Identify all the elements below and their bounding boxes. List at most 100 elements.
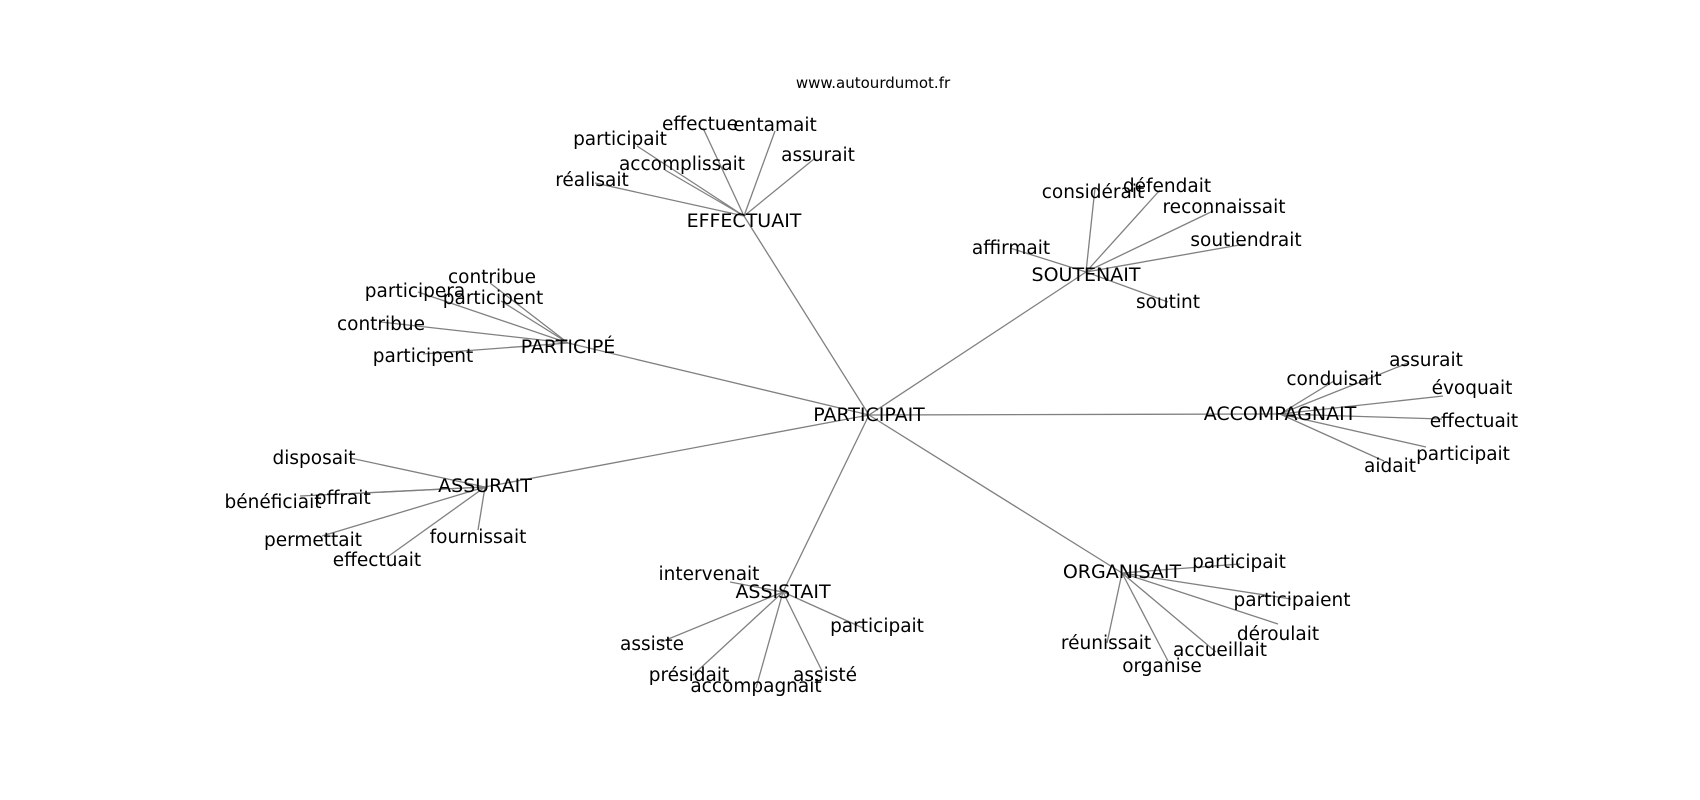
- leaf-word-label[interactable]: accueillait: [1173, 640, 1267, 661]
- edge-assurait-to-leaf: [385, 486, 486, 559]
- hub-word-label[interactable]: SOUTENAIT: [1032, 264, 1141, 286]
- leaf-word-label[interactable]: accompagnait: [690, 676, 821, 697]
- edge-participe-to-leaf: [422, 342, 569, 355]
- leaf-word-label[interactable]: participera: [365, 281, 465, 302]
- leaf-word-label[interactable]: reconnaissait: [1162, 197, 1285, 218]
- leaf-word-label[interactable]: offrait: [315, 488, 370, 509]
- leaf-word-label[interactable]: participait: [1192, 552, 1286, 573]
- hub-word-label[interactable]: ASSURAIT: [438, 475, 532, 497]
- leaf-word-label[interactable]: soutint: [1136, 292, 1200, 313]
- edge-assurait-to-leaf: [321, 486, 486, 537]
- edge-assistait-to-leaf: [755, 591, 784, 689]
- edge-accompagnait-to-leaf: [1279, 395, 1444, 415]
- leaf-word-label[interactable]: effectuait: [333, 550, 421, 571]
- edge-participe-to-leaf: [489, 282, 569, 344]
- edge-effectuait-to-leaf: [594, 182, 745, 217]
- edge-center-to-accompagnait: [868, 413, 1281, 416]
- leaf-word-label[interactable]: affirmait: [972, 238, 1050, 259]
- leaf-word-label[interactable]: aidait: [1364, 456, 1416, 477]
- leaf-word-label[interactable]: permettait: [264, 530, 362, 551]
- leaf-word-label[interactable]: entamait: [733, 115, 816, 136]
- leaf-word-label[interactable]: assiste: [620, 634, 684, 655]
- leaf-word-label[interactable]: participaient: [1234, 590, 1351, 611]
- leaf-word-label[interactable]: soutiendrait: [1190, 230, 1301, 251]
- hub-word-label[interactable]: EFFECTUAIT: [687, 210, 802, 232]
- leaf-word-label[interactable]: participait: [830, 616, 924, 637]
- edge-accompagnait-to-leaf: [1279, 413, 1385, 462]
- edge-accompagnait-to-leaf: [1279, 362, 1409, 415]
- edge-effectuait-to-leaf: [743, 158, 815, 217]
- edge-accompagnait-to-leaf: [1279, 413, 1443, 420]
- leaf-word-label[interactable]: conduisait: [1286, 369, 1381, 390]
- edge-effectuait-to-leaf: [702, 127, 745, 217]
- edge-assistait-to-leaf: [660, 591, 784, 643]
- edge-assistait-to-leaf: [692, 591, 784, 676]
- edge-center-to-assistait: [782, 414, 870, 593]
- edge-accompagnait-to-leaf: [1279, 380, 1335, 415]
- leaf-word-label[interactable]: assurait: [781, 145, 855, 166]
- edge-accompagnait-to-leaf: [1279, 413, 1427, 448]
- center-word-label: PARTICIPAIT: [813, 404, 925, 426]
- edge-participe-to-leaf: [380, 321, 569, 344]
- edge-soutenait-to-leaf: [1085, 189, 1161, 273]
- edge-soutenait-to-leaf: [1085, 187, 1096, 273]
- edge-soutenait-to-leaf: [1085, 243, 1246, 273]
- leaf-word-label[interactable]: participent: [373, 346, 474, 367]
- leaf-word-label[interactable]: participait: [1416, 444, 1510, 465]
- edge-assistait-to-leaf: [729, 581, 784, 593]
- edge-soutenait-to-leaf: [1085, 271, 1169, 303]
- leaf-word-label[interactable]: effectue: [662, 114, 738, 135]
- edge-organisait-to-leaf: [1121, 563, 1241, 574]
- leaf-word-label[interactable]: évoquait: [1432, 378, 1513, 399]
- hub-word-label[interactable]: PARTICIPÉ: [521, 335, 616, 358]
- leaf-word-label[interactable]: effectuait: [1430, 411, 1518, 432]
- edge-organisait-to-leaf: [1121, 572, 1169, 662]
- leaf-word-label[interactable]: déroulait: [1237, 624, 1319, 645]
- leaf-word-label[interactable]: assurait: [1389, 350, 1463, 371]
- leaf-word-label[interactable]: bénéficiait: [225, 492, 322, 513]
- leaf-word-label[interactable]: fournissait: [430, 527, 527, 548]
- leaf-word-label[interactable]: défendait: [1123, 176, 1211, 197]
- leaf-word-label[interactable]: réalisait: [555, 170, 629, 191]
- edge-center-to-organisait: [868, 414, 1123, 574]
- edge-assistait-to-leaf: [782, 591, 823, 672]
- leaf-word-label[interactable]: disposait: [273, 448, 356, 469]
- edge-center-to-effectuait: [743, 215, 870, 416]
- leaf-word-label[interactable]: contribue: [448, 267, 536, 288]
- edge-organisait-to-leaf: [1121, 572, 1217, 653]
- edge-center-to-participe: [567, 342, 870, 416]
- edge-organisait-to-leaf: [1121, 572, 1292, 600]
- leaf-word-label[interactable]: considérait: [1042, 182, 1144, 203]
- leaf-word-label[interactable]: participent: [443, 288, 544, 309]
- edge-effectuait-to-leaf: [664, 169, 745, 217]
- labels-layer: www.autourdumot.fr EFFECTUAIT effectueent…: [225, 74, 1519, 697]
- edge-assistait-to-leaf: [782, 591, 864, 629]
- edge-participe-to-leaf: [500, 300, 569, 344]
- edge-soutenait-to-leaf: [1009, 247, 1087, 273]
- hub-word-label[interactable]: ORGANISAIT: [1063, 561, 1182, 583]
- edge-center-to-soutenait: [868, 271, 1087, 416]
- leaf-word-label[interactable]: accomplissait: [619, 154, 745, 175]
- edge-assurait-to-leaf: [349, 457, 486, 488]
- hub-word-label[interactable]: ASSISTAIT: [735, 581, 831, 603]
- edge-assurait-to-leaf: [477, 486, 486, 531]
- leaf-word-label[interactable]: assisté: [793, 665, 857, 686]
- edge-center-to-assurait: [484, 414, 870, 488]
- edge-participe-to-leaf: [417, 291, 569, 344]
- edge-assurait-to-leaf: [344, 486, 486, 495]
- edges-layer: [299, 127, 1444, 689]
- site-url-label: www.autourdumot.fr: [796, 74, 951, 92]
- edge-soutenait-to-leaf: [1085, 210, 1214, 273]
- leaf-word-label[interactable]: participait: [573, 129, 667, 150]
- edge-effectuait-to-leaf: [743, 130, 776, 217]
- edge-organisait-to-leaf: [1121, 572, 1279, 625]
- hub-word-label[interactable]: ACCOMPAGNAIT: [1204, 403, 1357, 425]
- leaf-word-label[interactable]: contribue: [337, 314, 425, 335]
- leaf-word-label[interactable]: intervenait: [659, 564, 760, 585]
- leaf-word-label[interactable]: organise: [1122, 656, 1202, 677]
- leaf-word-label[interactable]: réunissait: [1061, 633, 1151, 654]
- edge-effectuait-to-leaf: [636, 145, 745, 217]
- leaf-word-label[interactable]: présidait: [649, 665, 730, 686]
- edge-organisait-to-leaf: [1106, 572, 1123, 644]
